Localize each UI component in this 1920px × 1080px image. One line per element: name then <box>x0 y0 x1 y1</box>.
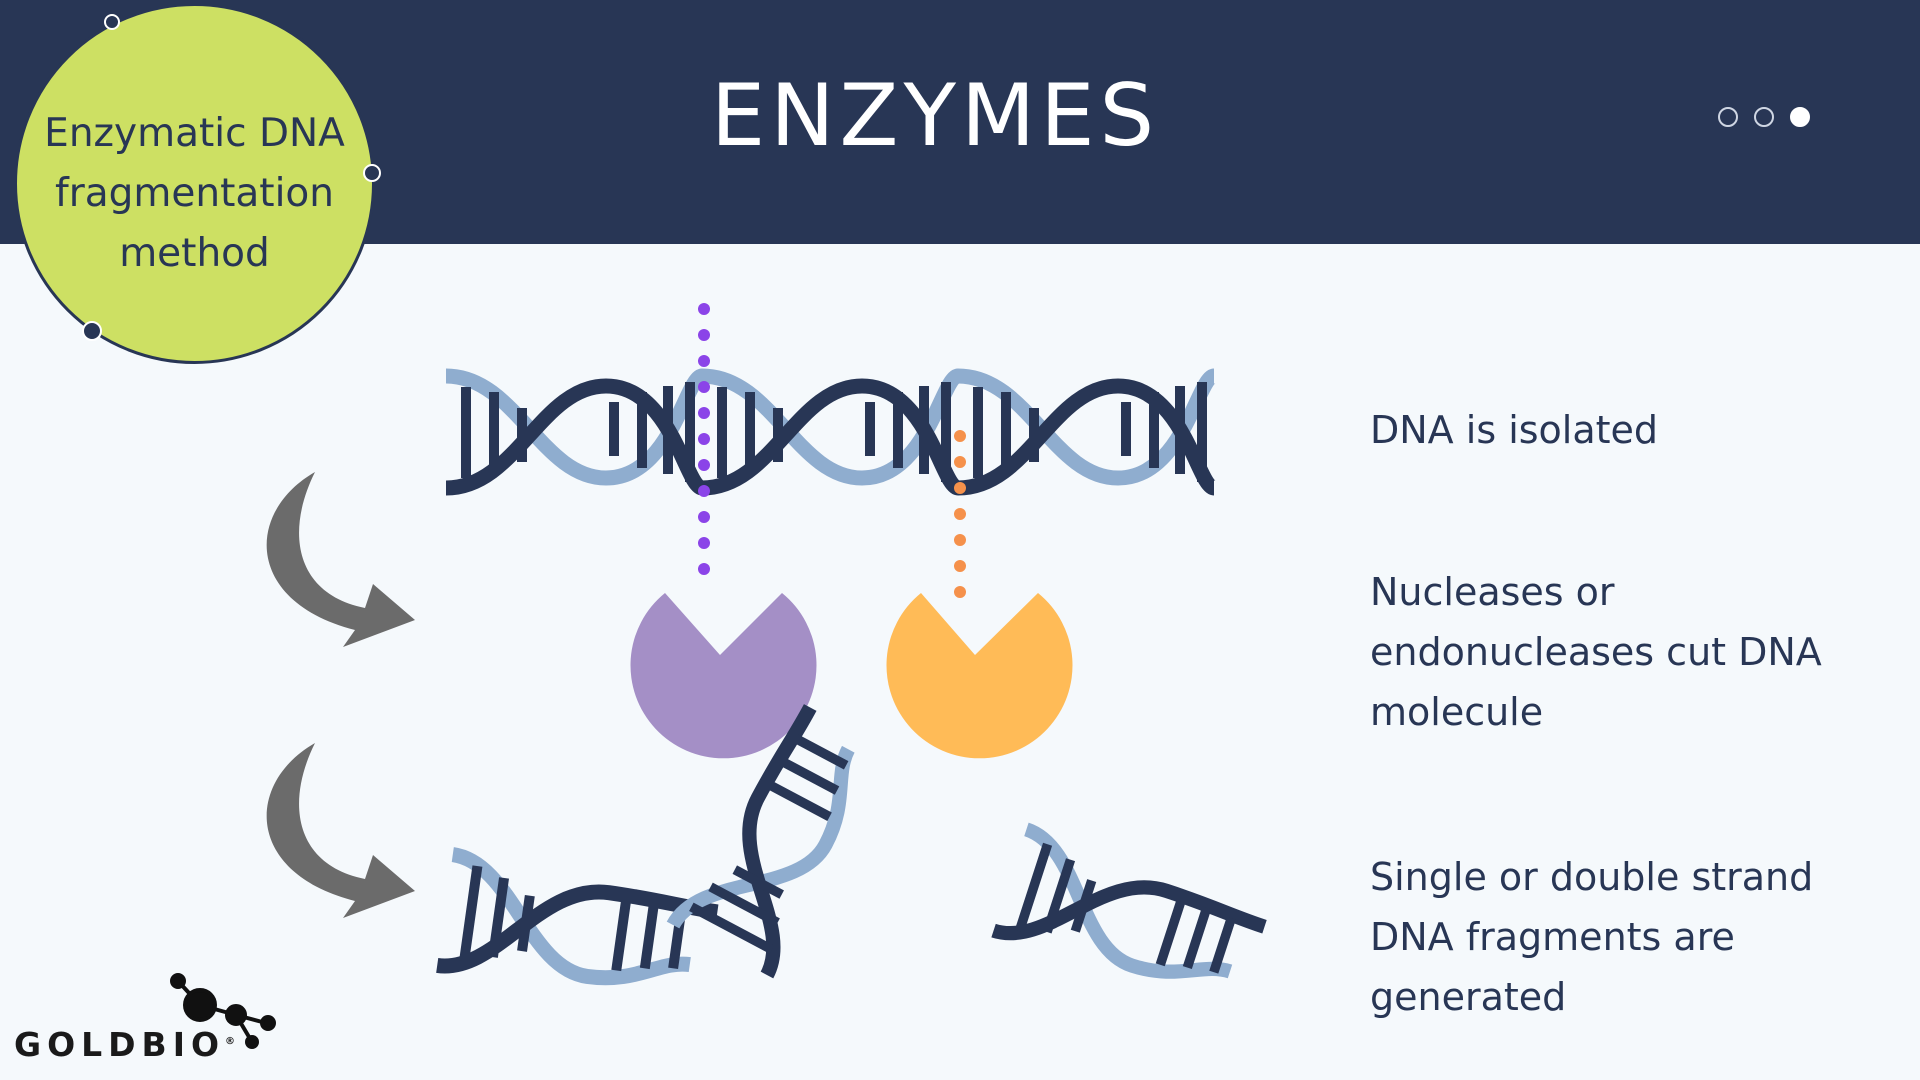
arrow-2-icon <box>266 743 415 918</box>
page-dot-1[interactable] <box>1718 107 1738 127</box>
nuclease-purple <box>630 593 817 759</box>
pagination-dots <box>1718 107 1814 131</box>
method-badge-label: Enzymatic DNA fragmentation method <box>44 111 345 276</box>
goldbio-molecule-icon <box>170 973 276 1049</box>
page-title: ENZYMES <box>710 66 1160 166</box>
cut-line-orange <box>954 430 966 598</box>
step-1-label: DNA is isolated <box>1370 408 1659 452</box>
step-3-label: Single or double strand DNA fragments ar… <box>1370 855 1814 1019</box>
step-2-label: Nucleases or endonucleases cut DNA molec… <box>1370 570 1822 734</box>
arrow-1-icon <box>266 472 415 647</box>
logo-registered-mark: ® <box>225 1036 236 1047</box>
page-dot-2[interactable] <box>1754 107 1774 127</box>
nuclease-orange <box>886 593 1073 759</box>
dna-fragment-3 <box>994 829 1271 1009</box>
dna-helix-whole <box>446 376 1214 488</box>
method-badge <box>14 3 375 364</box>
page-dot-3-active[interactable] <box>1790 107 1810 127</box>
logo-wordmark: GOLDBIO <box>14 1025 226 1064</box>
goldbio-logo: GOLDBIO® <box>14 1025 235 1064</box>
cut-line-purple <box>698 303 710 575</box>
dna-fragment-1 <box>437 855 720 1003</box>
